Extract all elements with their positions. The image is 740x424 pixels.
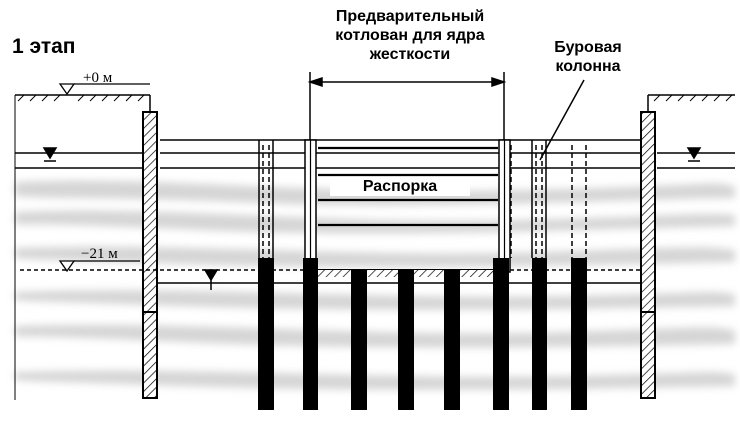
ground-surface-left xyxy=(15,94,151,112)
column-3 xyxy=(351,270,367,410)
level-top-label: +0 м xyxy=(83,70,113,86)
water-level-markers xyxy=(42,147,702,290)
level-marker-bottom xyxy=(58,260,140,273)
column-2 xyxy=(303,258,318,410)
column-8 xyxy=(571,258,587,410)
pit-label: Предварительный котлован для ядра жестко… xyxy=(300,7,520,64)
pit-label-line-1: Предварительный xyxy=(335,8,485,25)
pit-wall-left xyxy=(304,139,317,273)
column-casings xyxy=(258,140,587,258)
soil-texture xyxy=(15,180,735,390)
ground-surface-right xyxy=(647,94,735,112)
strut-label: Распорка xyxy=(330,177,470,196)
column-7 xyxy=(532,258,547,410)
pit-wall-right xyxy=(498,139,511,273)
diaphragm-wall-right xyxy=(640,111,656,399)
column-label-line-1: Буровая xyxy=(554,39,622,56)
column-label-line-2: колонна xyxy=(555,58,621,75)
level-marker-top xyxy=(58,83,150,96)
column-5 xyxy=(444,270,460,410)
column-4 xyxy=(398,270,414,410)
pit-width-dimension xyxy=(307,72,507,140)
column-6 xyxy=(493,258,509,410)
struts xyxy=(318,146,498,227)
column-1 xyxy=(258,258,274,410)
column-label: Буровая колонна xyxy=(538,38,638,76)
level-bottom-label: −21 м xyxy=(81,246,118,262)
column-leader-line xyxy=(539,79,585,161)
water-table-lines xyxy=(15,139,735,169)
bored-columns xyxy=(258,258,587,410)
pit-label-line-3: жесткости xyxy=(369,46,451,63)
pit-label-line-2: котлован для ядра xyxy=(335,27,485,44)
diaphragm-wall-left xyxy=(142,111,158,399)
stage-label: 1 этап xyxy=(12,35,76,58)
